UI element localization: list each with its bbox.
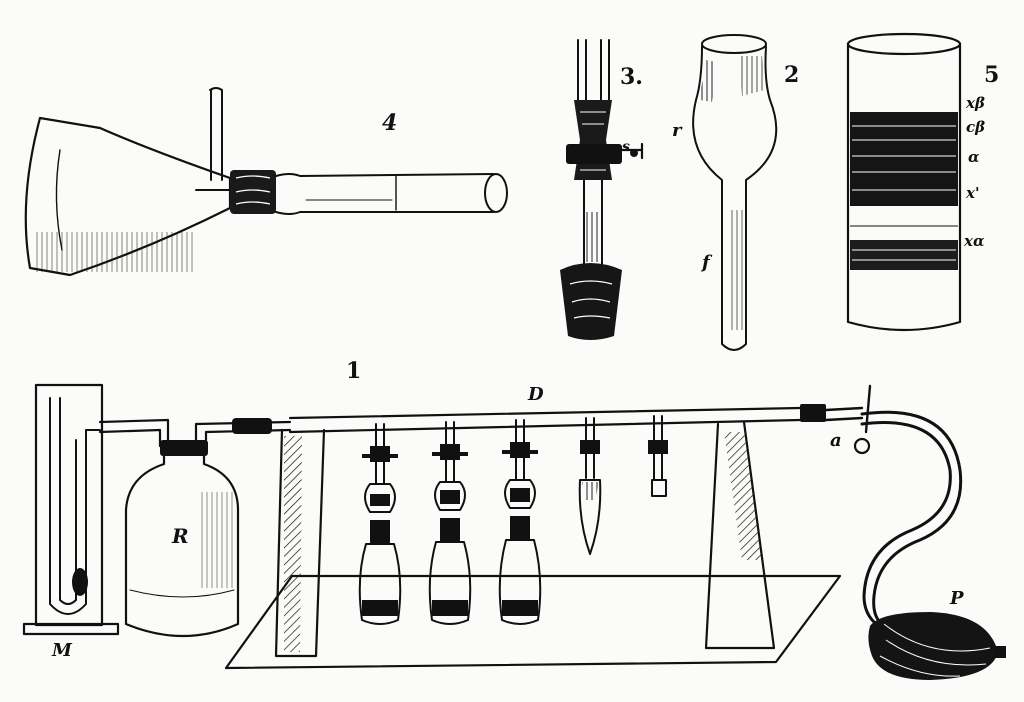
figure-5-column xyxy=(846,32,962,332)
label-band-cbeta: cβ xyxy=(966,118,986,136)
label-bulb-p: P xyxy=(950,588,964,609)
label-band-xbeta: xβ xyxy=(966,94,985,112)
label-bulb-r: r xyxy=(672,120,682,141)
label-stopcock-s: s xyxy=(622,139,630,155)
label-band-x1: x' xyxy=(966,184,980,202)
label-clamp-a: a xyxy=(830,430,842,451)
label-band-alpha: α xyxy=(968,148,980,166)
figure-2-number: 2 xyxy=(784,62,800,88)
figure-2-bulb xyxy=(692,34,778,351)
label-stem-f: f xyxy=(702,252,710,273)
figure-1-apparatus xyxy=(22,383,1006,680)
figure-5-number: 5 xyxy=(984,62,1000,88)
label-bottle-r: R xyxy=(172,524,189,548)
taps-row xyxy=(358,415,668,625)
figure-4-flask xyxy=(24,87,508,277)
label-tube-d: D xyxy=(528,384,544,405)
figure-4-number: 4 xyxy=(382,110,398,136)
label-manometer-m: M xyxy=(52,640,72,661)
figure-3-number: 3. xyxy=(620,64,643,90)
label-band-xalpha: xα xyxy=(964,232,985,250)
figure-1-number: 1 xyxy=(346,358,362,384)
figure-3-stopcock-tube xyxy=(560,39,644,340)
